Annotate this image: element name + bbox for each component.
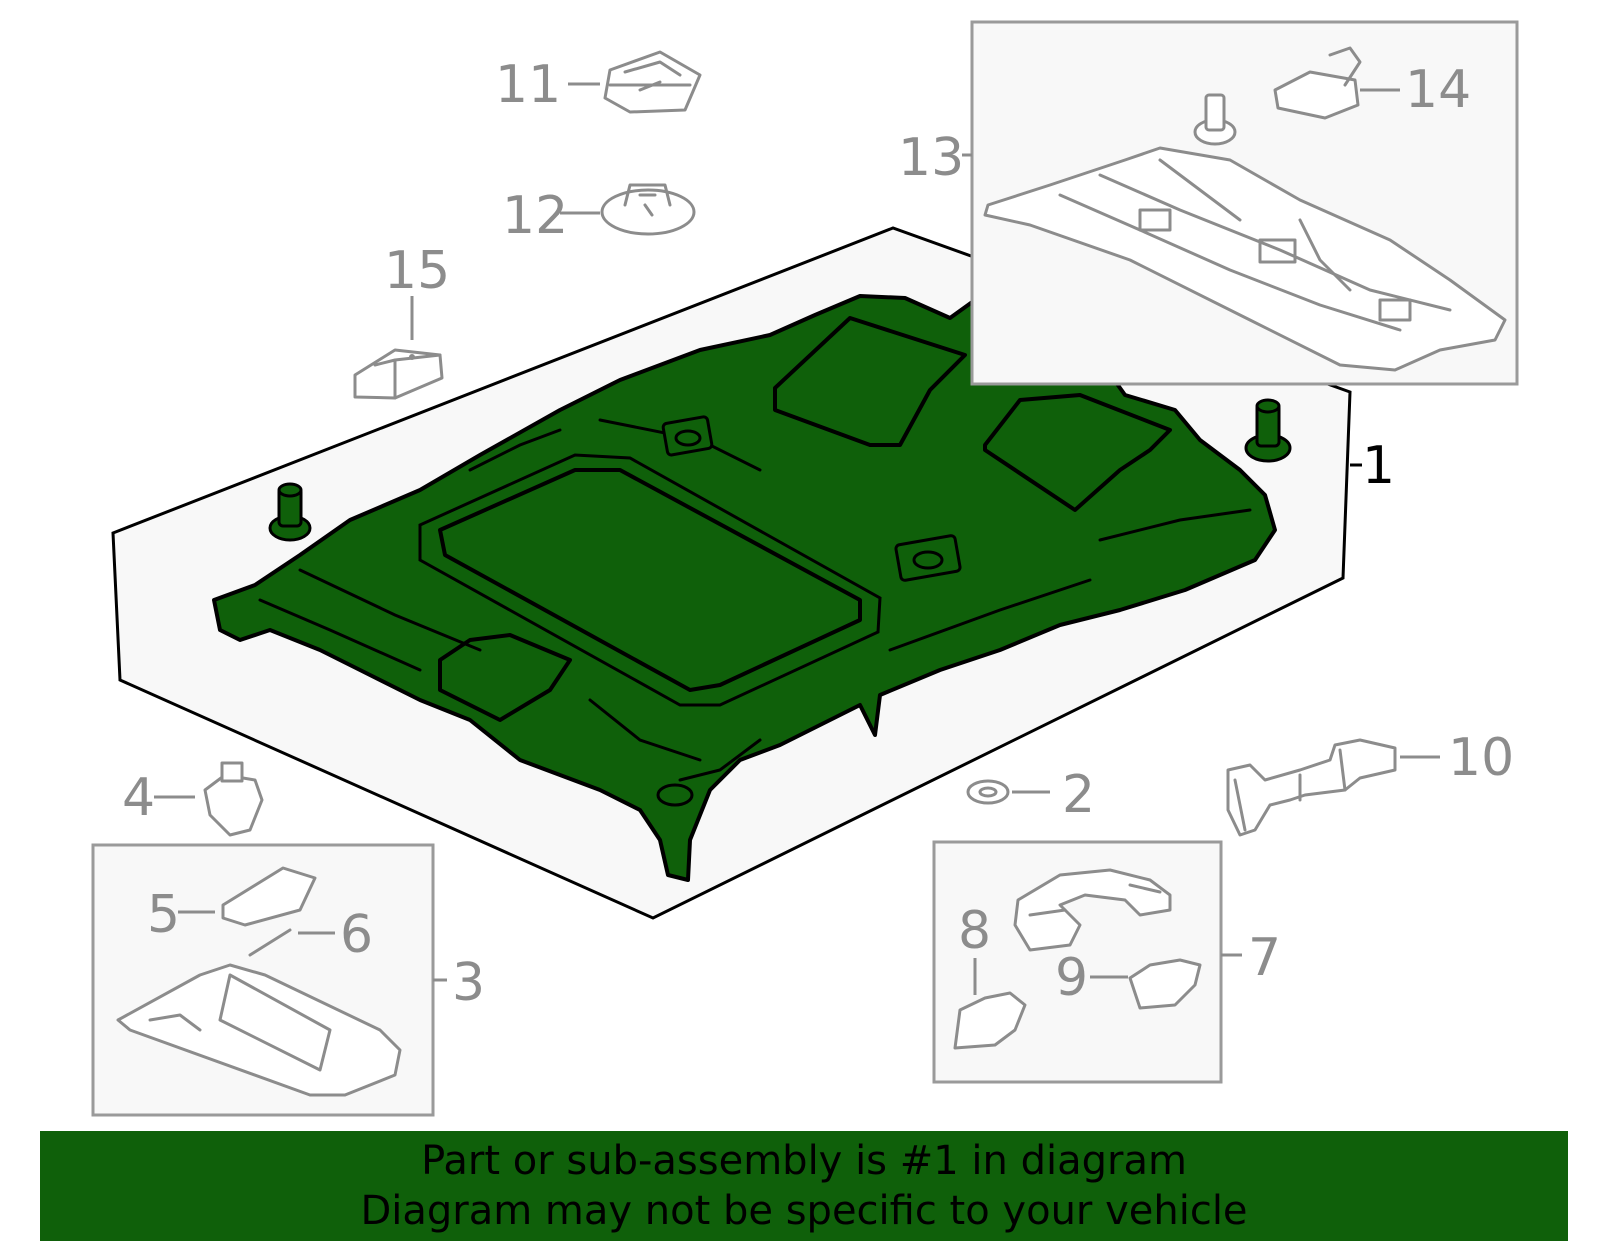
callout-13: 13 — [898, 128, 964, 188]
headliner-panel — [983, 393, 1172, 512]
headliner-assembly-group[interactable]: 1 — [111, 226, 1395, 920]
callout-11: 11 — [495, 55, 561, 115]
callout-14: 14 — [1405, 60, 1471, 120]
info-banner: Part or sub-assembly is #1 in diagram Di… — [40, 1131, 1568, 1241]
part-11-bracket[interactable]: 11 — [495, 50, 702, 115]
part-12-clip[interactable]: 12 — [502, 183, 696, 246]
callout-6: 6 — [340, 905, 373, 965]
callout-2: 2 — [1062, 765, 1095, 825]
callout-15: 15 — [384, 241, 450, 301]
sunroof-opening — [438, 468, 862, 692]
part-10-bracket[interactable]: 10 — [1226, 728, 1514, 837]
callout-5: 5 — [147, 885, 180, 945]
callout-1: 1 — [1362, 436, 1395, 496]
part-2-washer[interactable]: 2 — [966, 765, 1095, 825]
callout-9: 9 — [1055, 948, 1088, 1008]
part-15-bracket[interactable]: 15 — [353, 241, 450, 400]
headliner-panel — [438, 633, 572, 722]
part-13-group[interactable]: 13 14 — [898, 20, 1519, 386]
headliner-panel — [773, 316, 967, 447]
part-3-group[interactable]: 3 5 6 — [91, 843, 485, 1117]
callout-10: 10 — [1448, 728, 1514, 788]
screw-fastener — [268, 482, 312, 542]
banner-line-1: Part or sub-assembly is #1 in diagram — [421, 1138, 1187, 1184]
callout-12: 12 — [502, 186, 568, 246]
clip-bracket — [656, 415, 962, 807]
callout-4: 4 — [122, 768, 155, 828]
banner-line-2: Diagram may not be specific to your vehi… — [360, 1188, 1248, 1234]
part-4-clip[interactable]: 4 — [122, 761, 264, 837]
callout-3: 3 — [452, 953, 485, 1013]
part-7-group[interactable]: 7 8 9 — [932, 840, 1281, 1084]
callout-8: 8 — [958, 901, 991, 961]
callout-7: 7 — [1248, 928, 1281, 988]
screw-fastener — [1244, 398, 1292, 463]
